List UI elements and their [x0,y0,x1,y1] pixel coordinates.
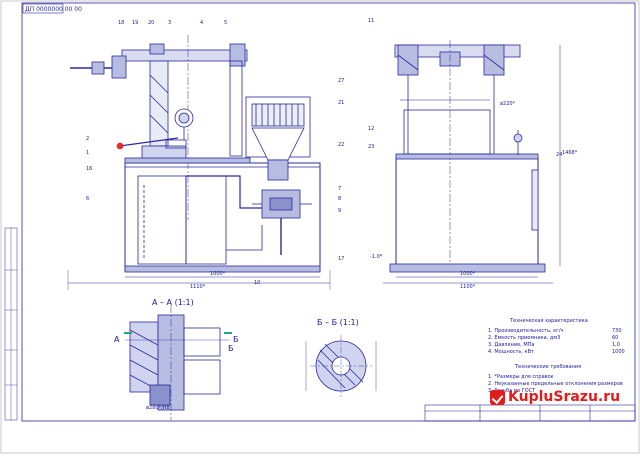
tech-item-3: 3. Резьба по ГОСТ [488,388,536,394]
spec-item-1: 1. Производительность, кг/ч [488,328,564,334]
callout-11: 22 [338,142,345,148]
callout-12: 6 [86,196,90,202]
callout-8: 16 [86,166,93,172]
section-b-mark-right: Б [228,344,234,353]
watermark-text: KupluSrazu.ru [508,389,621,405]
section-bb-title: Б – Б (1:1) [317,318,359,327]
dim-side-height: 1468* [562,150,578,156]
tech-item-2: 2. Неуказанные предельные отклонения раз… [488,381,623,387]
section-aa-title: А – А (1:1) [152,298,194,307]
dim-side-inner: 1000* [460,271,476,277]
callout-10: 21 [338,100,345,106]
spec-value-2: 60 [612,335,619,341]
top-stamp [22,3,64,14]
section-b-mark-left: Б [233,335,239,344]
callout-9: 27 [338,78,345,84]
section-aa [124,305,232,420]
watermark: KupluSrazu.ru [490,389,620,405]
callout-17: 10 [254,280,261,286]
spec-item-4: 4. Мощность, кВт [488,349,534,355]
drawing-frame [21,2,636,422]
spec-value-3: 1,0 [612,342,620,348]
section-bb [305,335,377,397]
dim-front-width: 1110* [190,284,206,290]
callout-20: 23 [368,144,375,150]
callout-7: 1 [86,150,90,156]
top-stamp-code: ДП 0000000 00 00 [25,6,82,13]
callout-15: 9 [338,208,342,214]
dim-front-inner: 1000* [210,271,226,277]
callout-16: 17 [338,256,345,262]
dim-level: -1.0* [370,254,383,260]
front-view [67,35,331,290]
callout-19: 12 [368,126,375,132]
spec-item-3: 3. Давление, МПа [488,342,535,348]
callout-3: 3 [168,20,172,26]
dim-shaft: ø280*/H8 [146,405,170,411]
callout-4: 4 [200,20,204,26]
callout-21: 24 [556,152,563,158]
callout-14: 8 [338,196,342,202]
dim-side-width: 1100* [460,284,476,290]
spec-value-4: 1000 [612,349,625,355]
spec-title: Техническая характеристика [510,318,588,324]
spec-item-2: 2. Емкость приемника, дм3 [488,335,561,341]
callout-0: 18 [118,20,125,26]
side-view [383,40,561,284]
callout-18: 11 [368,18,375,24]
callout-2: 20 [148,20,155,26]
callout-13: 7 [338,186,342,192]
callout-1: 19 [132,20,139,26]
watermark-logo-icon [490,389,505,405]
callout-5: 5 [224,20,228,26]
title-block [424,404,636,422]
tech-title: Технические требования [515,364,582,370]
tech-item-1: 1. *Размеры для справок [488,374,554,380]
section-a-mark: А [114,335,120,344]
spec-value-1: 730 [612,328,622,334]
dim-diameter: ø220* [500,101,516,107]
callout-6: 2 [86,136,90,142]
